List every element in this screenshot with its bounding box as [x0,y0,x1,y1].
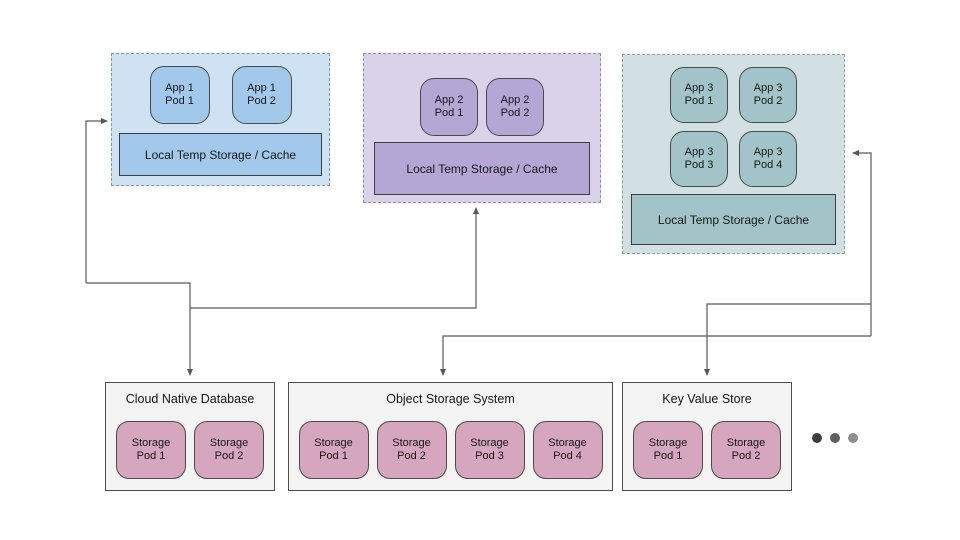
connector-junction-to-kvs [704,303,871,376]
connector-cluster3-to-oss [440,335,871,376]
object-storage-system-title: Object Storage System [386,392,515,406]
connector-cluster1-to-db [86,282,193,376]
object-storage-system-storage-pod: Storage Pod 1 [298,421,369,479]
app-3-pod: App 3 Pod 4 [739,131,797,187]
app-2-cache-bar: Local Temp Storage / Cache [374,142,590,195]
app-1-pod: App 1 Pod 1 [149,66,210,124]
more-indicator-dot [812,433,822,443]
app-2-pod: App 2 Pod 1 [420,78,478,136]
connector-oss-to-cluster3 [852,150,872,336]
connector-db-to-cluster1 [85,118,108,283]
cloud-native-database-storage-pod: Storage Pod 1 [116,421,186,479]
app-3-cache-bar: Local Temp Storage / Cache [631,194,836,245]
cloud-native-database-title: Cloud Native Database [125,392,255,406]
object-storage-system-storage-pod: Storage Pod 4 [532,421,603,479]
key-value-store-title: Key Value Store [662,392,752,406]
app-1-cache-bar: Local Temp Storage / Cache [119,133,322,176]
app-2-pod: App 2 Pod 2 [486,78,544,136]
connector-junction-to-cluster2 [190,207,479,309]
app-3-pod: App 3 Pod 2 [739,67,797,123]
key-value-store-storage-pod: Storage Pod 2 [711,421,781,479]
app-3-pod: App 3 Pod 3 [670,131,728,187]
more-indicator-dot [848,433,858,443]
more-indicator-dot [830,433,840,443]
app-1-pod-row: App 1 Pod 1 App 1 Pod 2 [112,66,329,124]
app-1-cluster: App 1 Pod 1 App 1 Pod 2 Local Temp Storag… [111,53,330,186]
app-1-pod: App 1 Pod 2 [231,66,292,124]
object-storage-system-storage-pod: Storage Pod 2 [376,421,447,479]
app-3-pod: App 3 Pod 1 [670,67,728,123]
more-systems-ellipsis [812,433,858,443]
key-value-store-storage-pod: Storage Pod 1 [633,421,703,479]
object-storage-system-storage-pod: Storage Pod 3 [454,421,525,479]
cloud-native-database-storage-pod: Storage Pod 2 [194,421,264,479]
